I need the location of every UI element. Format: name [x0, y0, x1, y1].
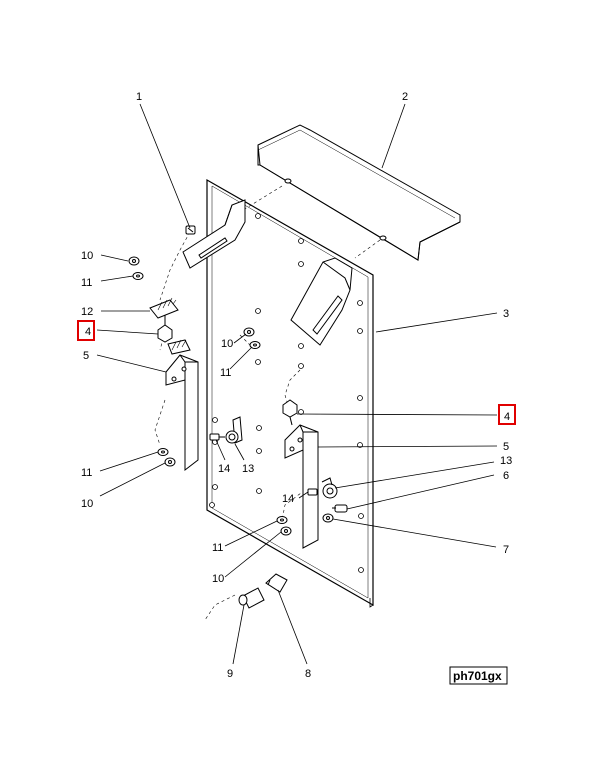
- callout-4-left: 4: [85, 326, 91, 338]
- highlight-box-4-right: [498, 404, 516, 425]
- callout-9: 9: [227, 668, 233, 680]
- highlight-box-4-left: [77, 320, 95, 341]
- callout-7: 7: [503, 544, 509, 556]
- callout-10-a: 10: [81, 250, 93, 262]
- callout-11-a: 11: [81, 277, 92, 289]
- right-l-bracket: [284, 424, 319, 549]
- callout-10-b: 10: [221, 338, 233, 350]
- callout-13-b: 13: [500, 455, 512, 467]
- callout-1: 1: [136, 91, 142, 103]
- figure-id-badge: ph701gx: [449, 666, 508, 685]
- screw-part-1: [185, 225, 196, 235]
- upper-left-bracket: [182, 199, 246, 269]
- right-standoff: [282, 399, 298, 426]
- left-hardware: [128, 256, 191, 355]
- center-hardware: [243, 327, 261, 349]
- callout-labels: 1 2 3 4 4 5 5 6 7 8 9 10 10 10 10 11 11 …: [77, 91, 516, 680]
- callout-10-d: 10: [212, 573, 224, 585]
- left-l-bracket: [165, 354, 199, 472]
- callout-11-b: 11: [220, 367, 231, 379]
- alignment-lines: [154, 185, 381, 621]
- callout-14-b: 14: [282, 493, 294, 505]
- center-clamp: [209, 416, 243, 444]
- right-middle-bracket: [290, 257, 353, 346]
- lower-left-washers: [157, 448, 176, 467]
- callout-8: 8: [305, 668, 311, 680]
- right-hardware: [307, 477, 348, 523]
- top-cover-bracket: [257, 124, 461, 261]
- callout-5-right: 5: [503, 441, 509, 453]
- callout-6: 6: [503, 470, 509, 482]
- feet-parts: [238, 573, 288, 609]
- callout-2: 2: [402, 91, 408, 103]
- callout-4-right: 4: [504, 411, 510, 423]
- leader-lines: [96, 103, 498, 665]
- panel-holes: [209, 213, 364, 573]
- lower-center-hardware: [276, 516, 292, 536]
- callout-14-a: 14: [218, 463, 230, 475]
- callout-3: 3: [503, 308, 509, 320]
- mounting-panel: [206, 178, 374, 608]
- callout-12: 12: [81, 306, 93, 318]
- figure-id-label: ph701gx: [453, 669, 502, 683]
- callout-5-left: 5: [83, 350, 89, 362]
- callout-11-c: 11: [81, 467, 92, 479]
- callout-10-c: 10: [81, 498, 93, 510]
- callout-11-d: 11: [212, 542, 223, 554]
- callout-13-a: 13: [242, 463, 254, 475]
